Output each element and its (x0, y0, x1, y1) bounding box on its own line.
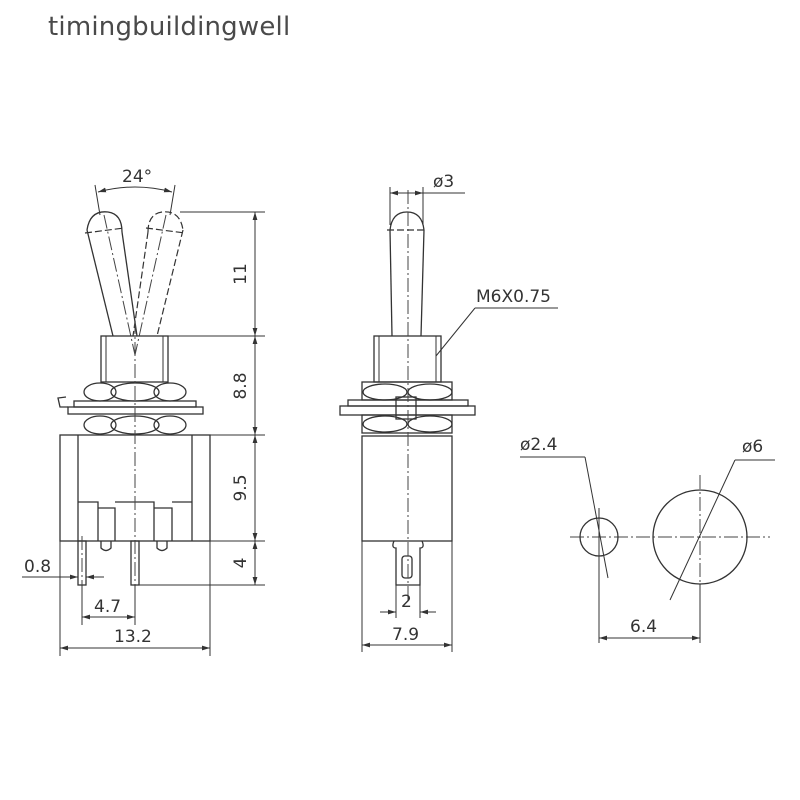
side-view: ø3 M6X0.75 2 (339, 172, 558, 652)
watermark-text: timingbuildingwell (48, 12, 291, 42)
small-hole-diameter-label: ø2.4 (520, 435, 557, 455)
terminal-pitch-label: 4.7 (94, 597, 121, 617)
hole-spacing-label: 6.4 (630, 617, 657, 637)
lever-height-label: 11 (231, 263, 251, 285)
angle-label: 24° (122, 167, 152, 187)
thread-label: M6X0.75 (476, 287, 551, 307)
terminal-height-label: 4 (231, 558, 251, 569)
large-hole-diameter-label: ø6 (742, 437, 763, 457)
panel-cutout: ø2.4 ø6 6.4 (520, 435, 775, 643)
body-width-label: 13.2 (114, 627, 152, 647)
terminal-thickness-label: 0.8 (24, 557, 51, 577)
front-view: 24° (22, 167, 265, 656)
body-depth-label: 7.9 (392, 625, 419, 645)
body-height-label: 9.5 (231, 474, 251, 501)
lever-diameter-label: ø3 (433, 172, 454, 192)
bushing-height-label: 8.8 (231, 372, 251, 399)
terminal-width-label: 2 (401, 592, 412, 612)
